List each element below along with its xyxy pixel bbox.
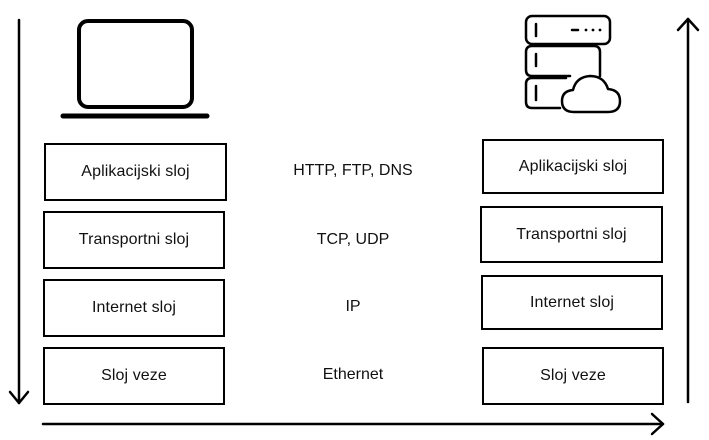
left-layer-transport: Transportni sloj — [43, 211, 225, 269]
left-layer-application: Aplikacijski sloj — [44, 143, 227, 201]
layer-label: Aplikacijski sloj — [518, 157, 628, 175]
right-layer-internet: Internet sloj — [481, 275, 663, 330]
right-layer-transport: Transportni sloj — [480, 206, 663, 263]
right-layer-application: Aplikacijski sloj — [482, 139, 664, 194]
layer-label: Sloj veze — [101, 367, 167, 384]
server-cloud-icon — [524, 14, 622, 114]
left-layer-internet: Internet sloj — [43, 279, 225, 337]
left-layer-link: Sloj veze — [43, 347, 225, 405]
layer-label: Transportni sloj — [516, 225, 627, 243]
right-layer-link: Sloj veze — [482, 347, 664, 405]
layer-label: Sloj veze — [540, 367, 606, 384]
protocol-link: Ethernet — [322, 366, 384, 383]
up-arrow-icon — [676, 17, 700, 404]
down-arrow-icon — [8, 18, 30, 405]
right-arrow-icon — [41, 412, 665, 436]
layer-label: Internet sloj — [529, 293, 614, 311]
layer-label: Internet sloj — [91, 299, 176, 316]
protocol-internet: IP — [345, 298, 361, 315]
layer-label: Aplikacijski sloj — [81, 163, 190, 180]
layer-label: Transportni sloj — [78, 231, 190, 248]
protocol-application: HTTP, FTP, DNS — [293, 162, 413, 179]
protocol-transport: TCP, UDP — [316, 231, 390, 248]
laptop-icon — [60, 19, 210, 119]
